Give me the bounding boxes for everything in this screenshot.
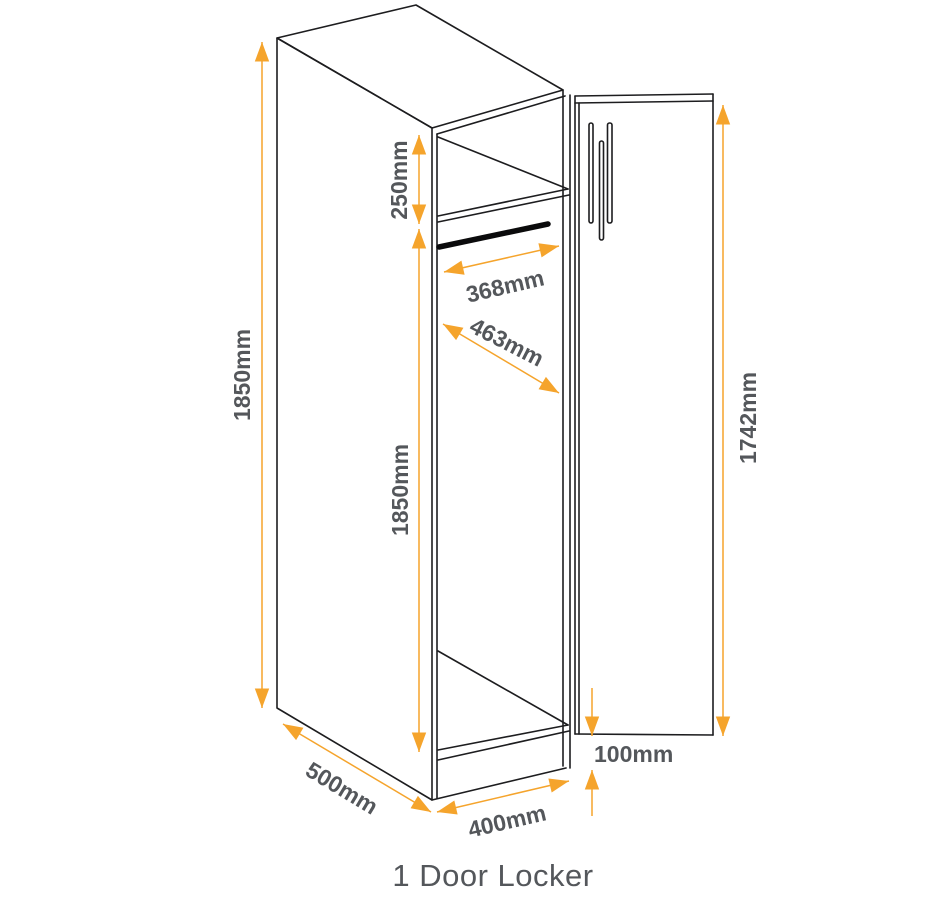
dimension-door-gap-label: 100mm [594,741,673,767]
dimension-interior-height-label: 1850mm [387,444,413,536]
door-top-edge-outer [574,93,714,97]
door-handle-groove-middle [598,140,605,241]
dimension-width-label: 400mm [465,799,548,842]
interior-top-diagonal [437,136,569,190]
dimension-rail-width-label: 368mm [463,264,546,307]
dimension-interior-diagonal-arrow [442,323,560,394]
dimension-door-bottom-gap: 100mm [584,688,673,816]
cabinet-body [276,4,571,801]
plinth-bottom-edge [431,767,567,801]
shelf-front-top [437,188,569,217]
dimension-interior-diagonal: 463mm [442,312,560,394]
shelf-front-bottom [437,194,570,223]
dimension-interior-height: 1850mm [387,229,427,752]
dimension-width-arrow [436,778,570,815]
interior-bottom-diagonal [437,650,569,726]
door-bottom-edge [574,733,714,736]
locker-door-open [574,93,714,736]
dimension-width: 400mm [436,778,570,843]
dimension-top-compartment-label: 250mm [386,140,412,219]
dimension-depth-arrow [282,723,432,813]
dimension-overall-height: 1850mm [229,42,270,708]
dimension-rail-width-arrow [443,243,560,275]
dimension-top-compartment: 250mm [386,135,427,224]
dimension-door-height: 1742mm [715,105,761,736]
dimension-depth: 500mm [282,723,432,820]
floor-front-bottom [437,730,570,761]
dimension-door-height-label: 1742mm [735,372,761,464]
door-top-edge-inner [574,100,714,104]
hanging-rail [436,221,551,250]
dimension-rail-width: 368mm [443,243,560,308]
page-title: 1 Door Locker [392,858,593,893]
door-handle-groove-right [606,122,613,224]
dimension-depth-label: 500mm [301,756,382,819]
door-handle-groove-left [588,122,594,224]
top-panel-thickness [436,95,566,135]
dimension-overall-height-label: 1850mm [229,329,255,421]
floor-front-top [437,724,569,751]
